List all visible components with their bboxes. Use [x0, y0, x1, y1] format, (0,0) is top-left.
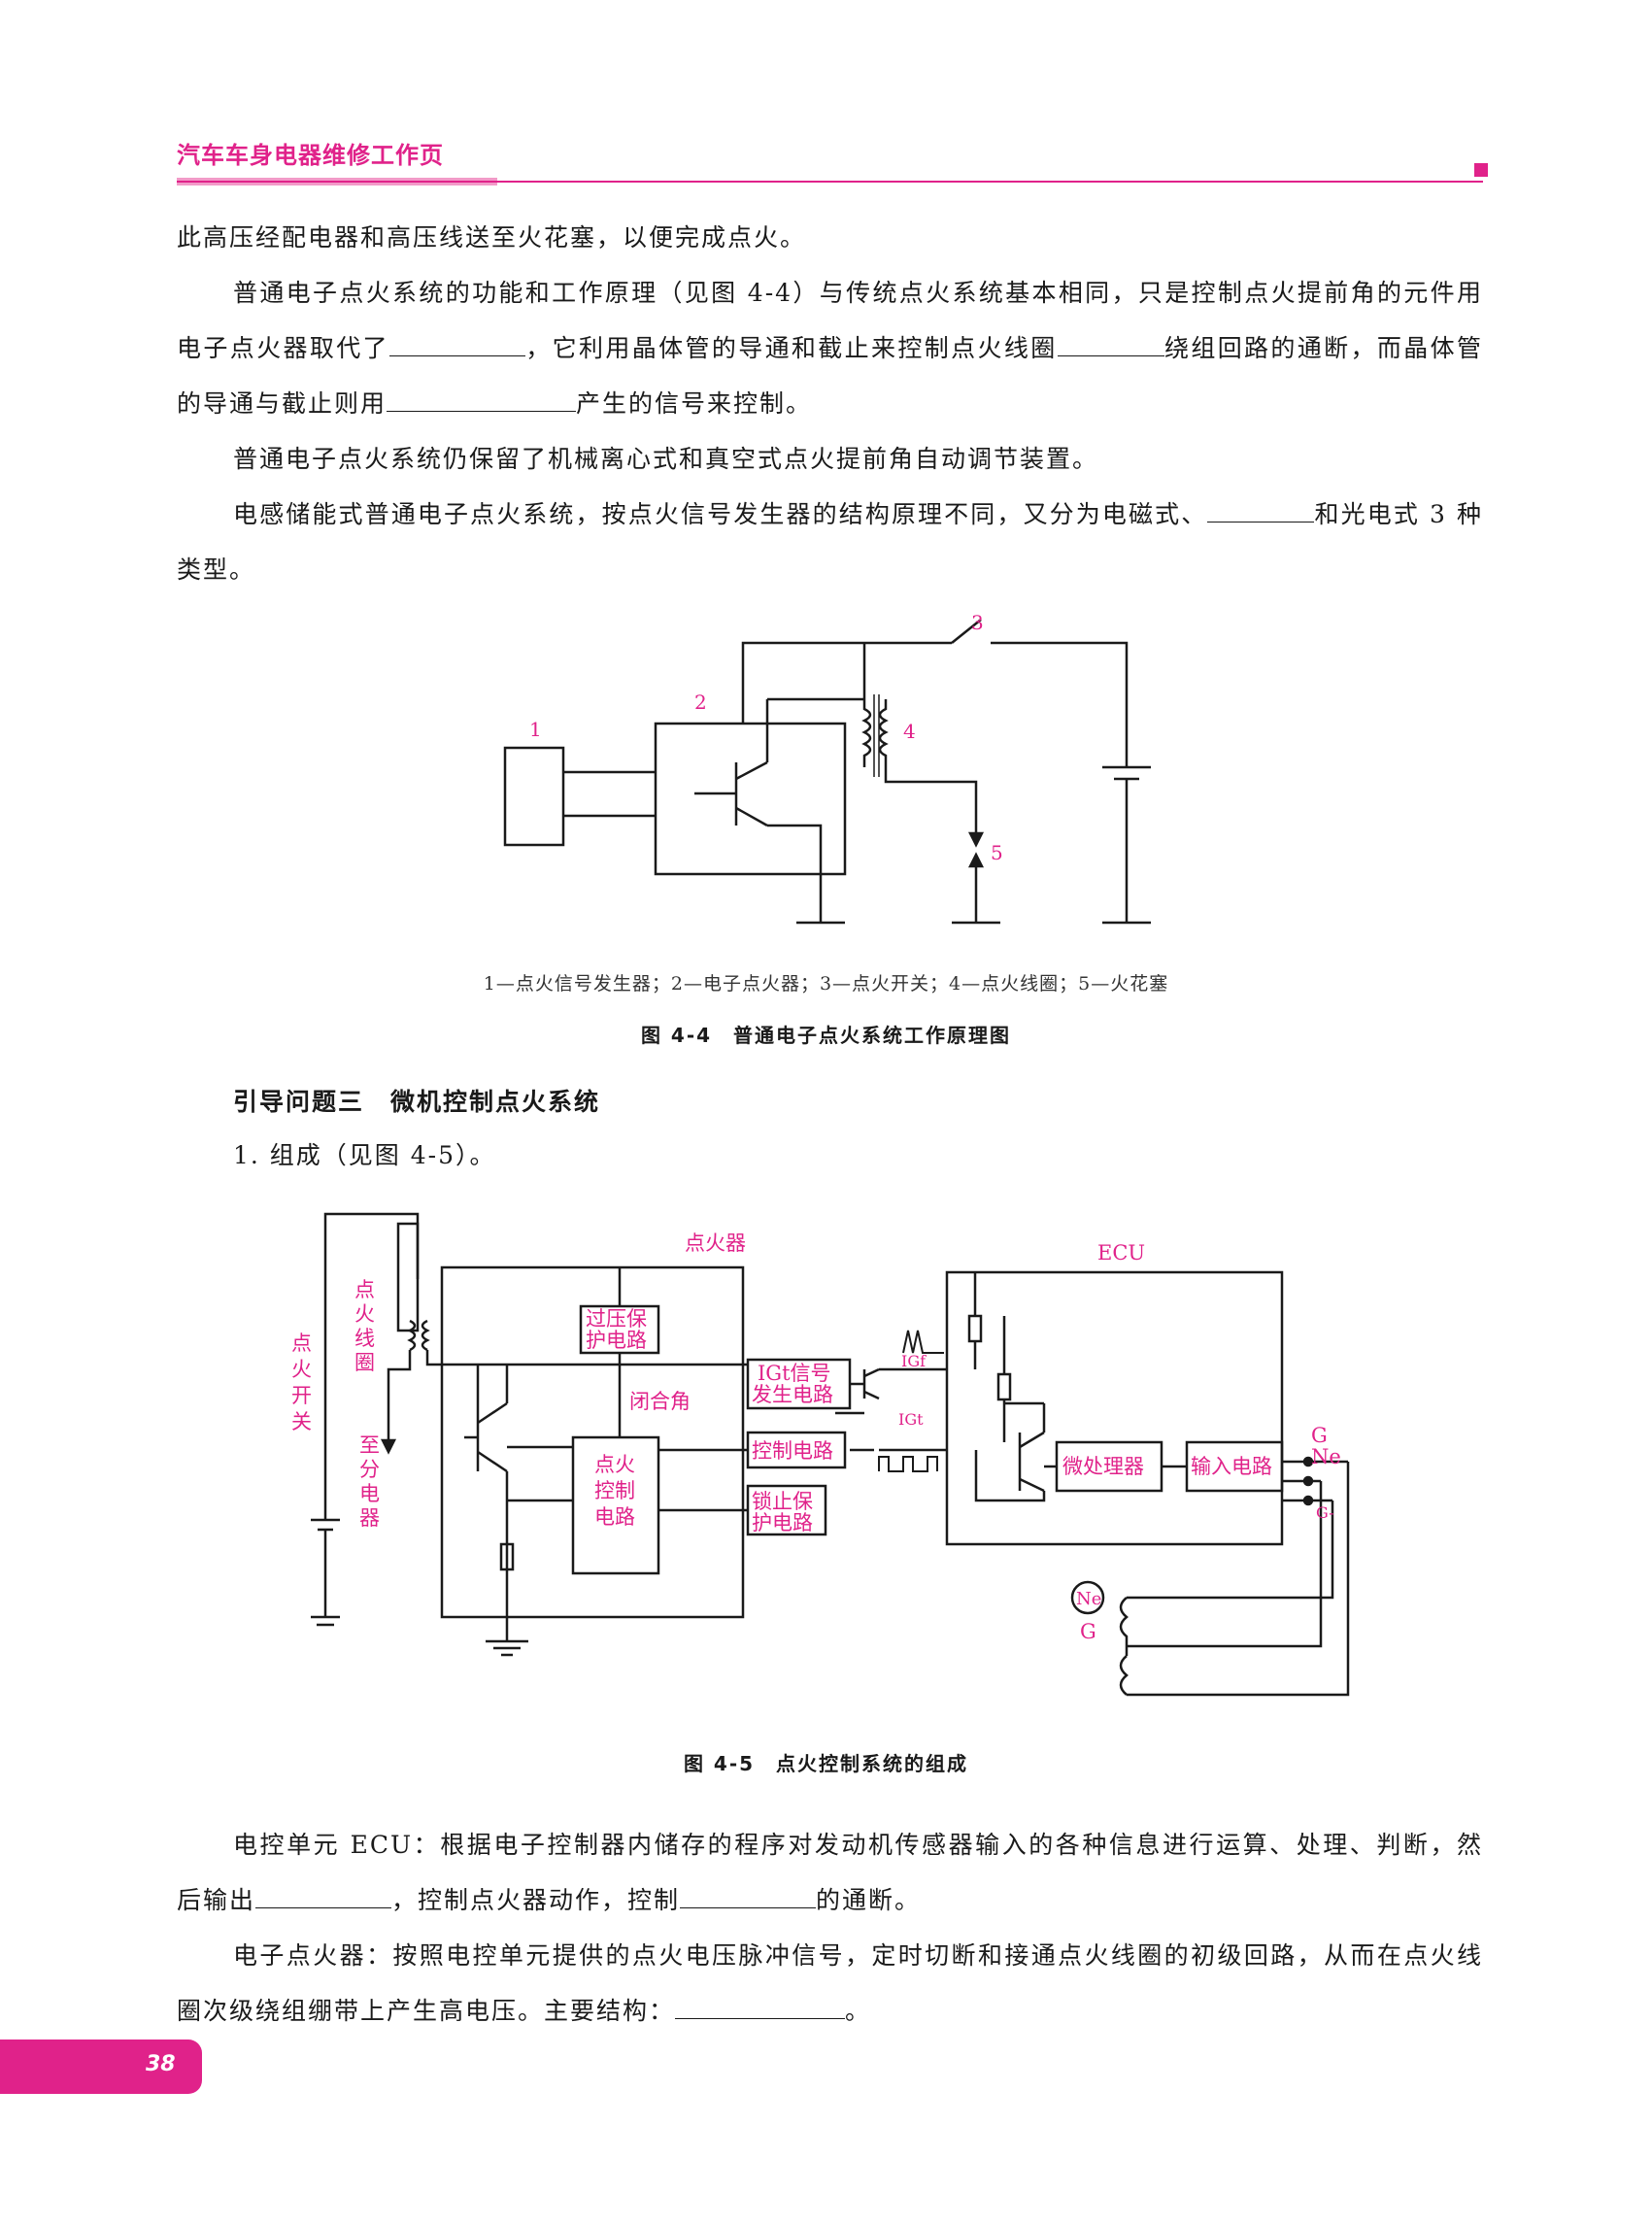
blank-4[interactable]: [1207, 498, 1315, 523]
paragraph-text: ，控制点火器动作，控制: [391, 1886, 681, 1914]
overvoltage-label-1: 过压保: [586, 1307, 647, 1331]
overvoltage-label-2: 护电路: [586, 1329, 647, 1352]
blank-1[interactable]: [388, 332, 525, 356]
ignition-control-label-2: 控制: [594, 1479, 635, 1502]
distributor-label-1: 至: [359, 1433, 380, 1457]
paragraph-2: 普通电子点火系统的功能和工作原理（见图 4-4）与传统点火系统基本相同，只是控制…: [177, 265, 1483, 431]
switch-label-1: 点: [291, 1332, 312, 1355]
figure-4-4-diagram: 1 2 3 4 5: [503, 612, 1151, 925]
paragraph-1: 此高压经配电器和高压线送至火花塞，以便完成点火。: [177, 210, 1483, 265]
ignition-control-label-1: 点火: [594, 1453, 635, 1476]
switch-label-2: 火: [291, 1358, 312, 1381]
signal-generator-box: [503, 746, 565, 847]
label-2: 2: [694, 691, 707, 714]
figure-4-5-diagram: 点火器 ECU 过压保 护电路 IGt信号 发生电路 闭合角 控制电路 点火 控…: [291, 1212, 1350, 1697]
switch-label-4: 关: [291, 1410, 312, 1433]
paragraph-text: 此高压经配电器和高压线送至火花塞，以便完成点火。: [177, 223, 807, 252]
figure-4-4-legend: 1—点火信号发生器；2—电子点火器；3—点火开关；4—点火线圈；5—火花塞: [483, 973, 1169, 995]
paragraph-text: ，它利用晶体管的导通和截止来控制点火线圈: [524, 334, 1058, 362]
igniter-outline: [440, 1265, 745, 1619]
ignition-control-label-3: 电路: [594, 1505, 635, 1529]
figure-4-5-caption: 图 4-5 点火控制系统的组成: [683, 1752, 969, 1775]
lock-protect-label-2: 护电路: [752, 1511, 813, 1534]
igt-label: IGt: [898, 1410, 924, 1429]
header-square: [1474, 163, 1488, 177]
paragraph-text: 绕组回路的通断，而晶体管的导通与截止则用: [177, 334, 1483, 418]
distributor-label-3: 电: [359, 1482, 380, 1505]
ignition-control-block: [571, 1435, 660, 1575]
figure-4-4-caption: 图 4-4 普通电子点火系统工作原理图: [640, 1024, 1012, 1047]
input-circuit-label: 输入电路: [1191, 1455, 1272, 1478]
paragraph-text: 。: [845, 1997, 872, 2025]
paragraph-5: 电控单元 ECU：根据电子控制器内储存的程序对发动机传感器输入的各种信息进行运算…: [177, 1817, 1483, 1928]
blank-7[interactable]: [675, 1995, 846, 2019]
paragraph-text: 电感储能式普通电子点火系统，按点火信号发生器的结构原理不同，又分为电磁式、: [233, 500, 1208, 528]
paragraph-text: 普通电子点火系统仍保留了机械离心式和真空式点火提前角自动调节装置。: [233, 445, 1099, 473]
section-heading: 引导问题三 微机控制点火系统: [233, 1088, 601, 1116]
sensor-g-label: G: [1080, 1620, 1096, 1643]
running-header: 汽车车身电器维修工作页: [177, 142, 444, 169]
blank-5[interactable]: [255, 1884, 392, 1908]
pin-ne-label: Ne: [1311, 1445, 1341, 1468]
paragraph-3: 普通电子点火系统仍保留了机械离心式和真空式点火提前角自动调节装置。: [177, 431, 1483, 487]
blank-6[interactable]: [680, 1884, 817, 1908]
label-5: 5: [991, 841, 1003, 864]
paragraph-4: 电感储能式普通电子点火系统，按点火信号发生器的结构原理不同，又分为电磁式、和光电…: [177, 487, 1483, 597]
section-item-1: 1. 组成（见图 4-5）。: [233, 1141, 496, 1169]
dwell-label: 闭合角: [629, 1390, 691, 1413]
ecu-label: ECU: [1097, 1241, 1145, 1264]
igniter-label: 点火器: [685, 1231, 746, 1255]
paragraph-text: 电控单元 ECU：根据电子控制器内储存的程序对发动机传感器输入的各种信息进行运算…: [177, 1831, 1483, 1914]
igt-signal-label-1: IGt信号: [758, 1362, 831, 1385]
ecu-outline: [945, 1270, 1284, 1546]
header-rule: [177, 181, 1483, 183]
microprocessor-label: 微处理器: [1062, 1455, 1144, 1478]
igt-signal-label-2: 发生电路: [752, 1383, 833, 1406]
coil-label-2: 火: [354, 1302, 375, 1326]
label-4: 4: [903, 720, 916, 743]
label-3: 3: [971, 612, 984, 634]
coil-label-1: 点: [354, 1278, 375, 1301]
coil-label-3: 线: [354, 1327, 375, 1350]
blank-3[interactable]: [387, 388, 577, 412]
paragraph-6: 电子点火器：按照电控单元提供的点火电压脉冲信号，定时切断和接通点火线圈的初级回路…: [177, 1928, 1483, 2039]
page-number-tab: [0, 2040, 202, 2094]
switch-label-3: 开: [291, 1384, 312, 1407]
control-circuit-label: 控制电路: [752, 1439, 833, 1463]
paragraph-text: 的通断。: [816, 1886, 922, 1914]
paragraph-text: 和光电式 3 种类型。: [177, 500, 1483, 584]
paragraph-text: 电子点火器：按照电控单元提供的点火电压脉冲信号，定时切断和接通点火线圈的初级回路…: [177, 1941, 1483, 2025]
distributor-label-2: 分: [359, 1458, 380, 1481]
label-1: 1: [529, 718, 542, 741]
paragraph-text: 产生的信号来控制。: [576, 389, 813, 418]
pin-gm-label: G-: [1316, 1503, 1333, 1522]
coil-label-4: 圈: [354, 1351, 375, 1374]
pin-g-label: G: [1311, 1424, 1328, 1447]
lock-protect-label-1: 锁止保: [752, 1490, 813, 1513]
paragraph-text: 普通电子点火系统的功能和工作原理（见图 4-4）与传统点火系统基本相同，只是控制…: [177, 279, 1483, 362]
page-number: 38: [146, 2052, 176, 2076]
blank-2[interactable]: [1057, 332, 1164, 356]
distributor-label-4: 器: [359, 1506, 380, 1530]
igf-label: IGf: [901, 1352, 927, 1370]
sensor-ne-label: Ne: [1076, 1589, 1101, 1609]
igniter-box: [654, 722, 847, 876]
